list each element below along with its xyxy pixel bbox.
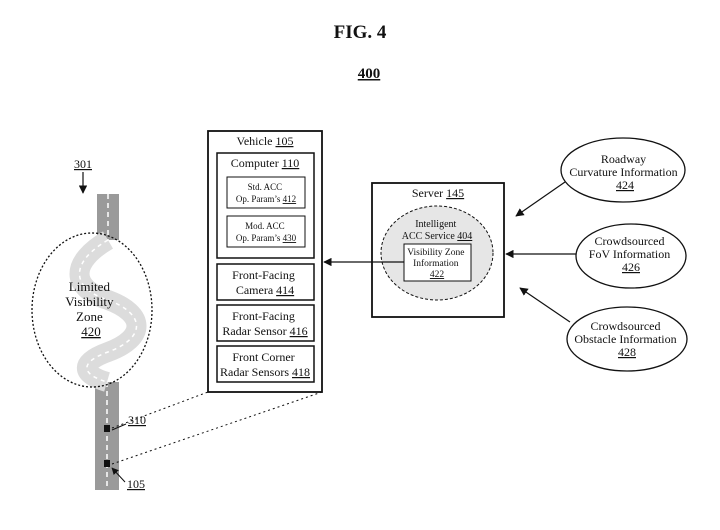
- mod-acc-line1: Mod. ACC: [245, 221, 285, 231]
- camera-line2: Camera: [236, 283, 276, 297]
- figure-title: FIG. 4: [334, 22, 387, 43]
- std-acc-params-box: [226, 176, 306, 209]
- svg-text:Intelligent ACC Service: Intelligent ACC Service 404: [402, 219, 473, 242]
- source-roadway-curvature: Roadway Curvature Information 424: [560, 137, 686, 203]
- svg-text:Front-Facing Radar Senso: Front-Facing Radar Sensor 416: [222, 309, 307, 338]
- vz-line2: Information: [413, 258, 459, 269]
- svg-text:Std. ACC Op. Param’s 412: Std. ACC Op. Param’s 412: [236, 182, 296, 204]
- svg-text:Server 145: Server 145: [412, 186, 464, 200]
- svg-text:Vehicle 105: Vehicle 105: [237, 134, 294, 148]
- visibility-zone-info-box: [403, 243, 472, 282]
- std-acc-ref: 412: [283, 194, 297, 204]
- camera-ref: 414: [276, 283, 294, 297]
- svg-text:Roadway Curvature Inform: Roadway Curvature Information 424: [569, 152, 680, 192]
- server-label: Server: [412, 186, 446, 200]
- figure-number: 400: [358, 66, 381, 82]
- vehicle-ref: 105: [275, 134, 293, 148]
- svg-text:Crowdsourced FoV Informa: Crowdsourced FoV Information 426: [589, 234, 673, 274]
- front-radar-box: [216, 304, 315, 342]
- source-2-line1: Crowdsourced: [595, 234, 665, 248]
- service-line2: ACC Service: [402, 231, 458, 242]
- computer-ref: 110: [282, 156, 300, 170]
- source-3-line2: Obstacle Information: [574, 332, 676, 346]
- vehicle-105-marker: [104, 460, 110, 467]
- svg-text:Computer 110: Computer 110: [231, 156, 300, 170]
- service-line1: Intelligent: [415, 219, 456, 230]
- roadway-to-server-arrow: [515, 181, 566, 217]
- service-ref: 404: [457, 231, 472, 242]
- road-ref-105-leader: [111, 467, 126, 483]
- svg-text:Visibility Zone Informat: Visibility Zone Information 422: [407, 248, 467, 280]
- vz-ref: 422: [430, 270, 445, 280]
- server-ref: 145: [446, 186, 464, 200]
- source-3-line1: Crowdsourced: [591, 319, 661, 333]
- road-ref-310-leader: [111, 423, 127, 431]
- projection-line-top: [111, 391, 209, 429]
- svg-text:Crowdsourced Obstacle In: Crowdsourced Obstacle Information 428: [574, 319, 679, 359]
- source-3-ref: 428: [618, 345, 636, 359]
- std-acc-line2: Op. Param’s: [236, 194, 283, 204]
- computer-label: Computer: [231, 156, 282, 170]
- vehicle-box: Vehicle 105 Computer 110 Std. ACC Op. Pa…: [207, 130, 323, 393]
- corner-line2: Radar Sensors: [220, 365, 292, 379]
- radar-ref: 416: [290, 324, 308, 338]
- source-1-line1: Roadway: [601, 152, 646, 166]
- road-ref-301: 301: [74, 157, 92, 171]
- obstacle-to-server-arrow: [519, 287, 571, 323]
- projection-line-bottom: [111, 391, 323, 465]
- radar-line1: Front-Facing: [232, 309, 295, 323]
- corner-ref: 418: [292, 365, 310, 379]
- mod-acc-ref: 430: [283, 233, 297, 243]
- source-2-line2: FoV Information: [589, 247, 670, 261]
- road-ref-105: 105: [127, 477, 145, 491]
- road-illustration: [31, 194, 153, 490]
- mod-acc-line2: Op. Param’s: [236, 233, 283, 243]
- zone-label: Limited Visibility Zone 420: [65, 279, 117, 339]
- source-crowdsourced-obstacle: Crowdsourced Obstacle Information 428: [566, 306, 688, 372]
- svg-text:Front Corner Radar Senso: Front Corner Radar Sensors 418: [220, 350, 310, 379]
- vz-line1: Visibility Zone: [407, 248, 464, 258]
- vehicle-label: Vehicle: [237, 134, 276, 148]
- std-acc-line1: Std. ACC: [248, 182, 283, 192]
- front-camera-box: [216, 263, 315, 301]
- source-2-ref: 426: [622, 260, 640, 274]
- source-crowdsourced-fov: Crowdsourced FoV Information 426: [575, 223, 687, 289]
- svg-text:Front-Facing Camera 414: Front-Facing Camera 414: [232, 268, 298, 297]
- svg-text:Mod. ACC Op. Param’s 430: Mod. ACC Op. Param’s 430: [236, 221, 297, 243]
- road-ref-310: 310: [128, 413, 146, 427]
- corner-radar-box: [216, 345, 315, 383]
- camera-line1: Front-Facing: [232, 268, 295, 282]
- corner-line1: Front Corner: [232, 350, 294, 364]
- server-box: Server 145 Intelligent ACC Service 404 V…: [371, 182, 505, 318]
- radar-line2: Radar Sensor: [222, 324, 289, 338]
- source-1-ref: 424: [616, 178, 634, 192]
- limited-visibility-zone: [31, 232, 153, 388]
- source-1-line2: Curvature Information: [569, 165, 677, 179]
- vehicle-310-marker: [104, 425, 110, 432]
- mod-acc-params-box: [226, 215, 306, 248]
